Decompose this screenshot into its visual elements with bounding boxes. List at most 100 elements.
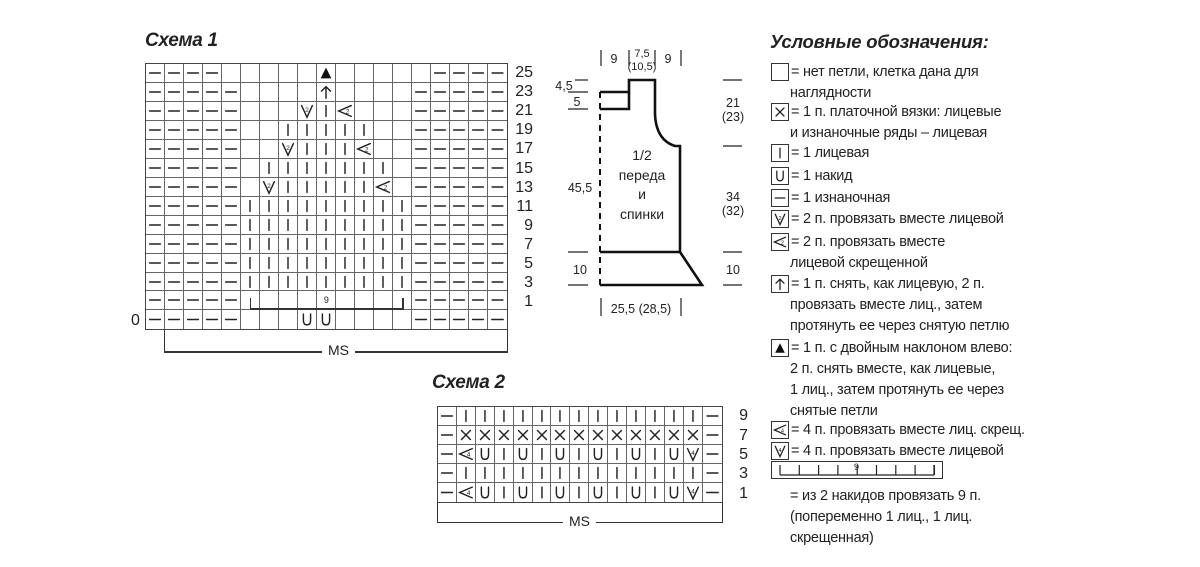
- stitch-purl: [468, 272, 488, 292]
- row-number: 7: [739, 426, 748, 444]
- stitch-yarn-over: [589, 445, 609, 464]
- legend-title: Условные обозначения:: [770, 31, 989, 52]
- stitch-purl: [487, 254, 507, 273]
- stitch-purl: [412, 310, 431, 330]
- stitch-no-stitch: [316, 291, 336, 311]
- stitch-k4tog-tbl: 4: [456, 445, 476, 464]
- stitch-purl: [431, 310, 450, 330]
- ms-bracket-line: [722, 503, 724, 523]
- stitch-purl: [411, 215, 431, 235]
- stitch-yarn-over: [627, 483, 647, 502]
- row-number: 1: [524, 293, 533, 311]
- stitch-purl: [411, 272, 431, 292]
- stitch-garter: [664, 426, 684, 445]
- stitch-no-stitch: [373, 64, 393, 83]
- stitch-purl: [430, 120, 450, 140]
- center-label-line: переда: [619, 167, 666, 183]
- stitch-knit: [354, 158, 374, 178]
- legend-icon-repeat-bracket: 9: [771, 461, 943, 479]
- stitch-purl: [468, 158, 488, 178]
- stitch-knit: [316, 196, 336, 216]
- stitch-knit: [373, 215, 393, 235]
- stitch-purl: [221, 101, 241, 121]
- dim-left-length: 45,5: [568, 181, 592, 195]
- stitch-knit: [297, 177, 317, 197]
- stitch-k2tog: 2: [297, 101, 317, 121]
- stitch-no-stitch: [240, 101, 260, 121]
- stitch-purl: [468, 101, 488, 121]
- stitch-purl: [468, 139, 488, 159]
- legend-text: лицевой скрещенной: [790, 255, 928, 271]
- stitch-purl: [183, 196, 203, 216]
- stitch-purl: [449, 272, 469, 292]
- legend-text: = 1 п. с двойным наклоном влево:: [791, 340, 1013, 356]
- dim-top-right: 9: [665, 52, 672, 66]
- stitch-purl: [468, 234, 488, 254]
- stitch-knit: [278, 158, 298, 178]
- row-number: 5: [739, 446, 748, 463]
- svg-text:2: 2: [778, 216, 781, 222]
- stitch-purl: [438, 464, 457, 483]
- stitch-knit: [297, 234, 317, 254]
- stitch-purl: [411, 101, 431, 121]
- svg-text:2: 2: [305, 107, 309, 114]
- stitch-purl: [146, 139, 165, 159]
- stitch-purl: [411, 234, 431, 254]
- repeat-count-label: 9: [323, 295, 329, 306]
- stitch-knit: [316, 177, 336, 197]
- stitch-no-stitch: [392, 177, 412, 197]
- stitch-knit: [532, 445, 552, 464]
- stitch-k2tog: 2: [278, 139, 298, 159]
- stitch-knit: [335, 196, 355, 216]
- stitch-purl: [164, 196, 184, 216]
- stitch-purl: [222, 310, 241, 330]
- stitch-purl: [202, 139, 222, 159]
- stitch-yarn-over: [475, 445, 495, 464]
- stitch-purl: [487, 197, 507, 216]
- stitch-knit: [354, 120, 374, 140]
- dimension-ticks: [568, 50, 742, 316]
- stitch-knit: [297, 215, 317, 235]
- legend-text: = 1 изнаночная: [791, 190, 891, 206]
- stitch-garter: [589, 426, 609, 445]
- stitch-knit: [316, 272, 336, 292]
- stitch-knit: [589, 407, 609, 426]
- stitch-no-stitch: [354, 291, 374, 311]
- stitch-purl: [411, 253, 431, 273]
- stitch-knit: [570, 407, 590, 426]
- row-number: 3: [739, 465, 748, 483]
- stitch-yarn-over: [664, 445, 684, 464]
- svg-text:2: 2: [384, 184, 388, 191]
- stitch-knit: [316, 234, 336, 254]
- stitch-sk2p: [316, 82, 336, 102]
- stitch-k4tog: 4: [684, 483, 703, 502]
- stitch-no-stitch: [279, 310, 298, 330]
- stitch-knit: [259, 215, 279, 235]
- stitch-purl: [438, 426, 457, 445]
- center-label-line: 1/2: [632, 147, 652, 163]
- svg-text:2: 2: [346, 109, 350, 116]
- stitch-purl: [184, 310, 203, 330]
- legend-icon-double-left-decrease-icon: [771, 339, 789, 357]
- stitch-knit: [495, 483, 514, 502]
- stitch-knit: [683, 464, 703, 483]
- stitch-knit: [297, 272, 317, 292]
- stitch-purl: [183, 158, 203, 178]
- legend-icon-k4tog-icon: 4: [771, 442, 789, 460]
- stitch-no-stitch: [278, 101, 298, 121]
- stitch-purl: [202, 82, 222, 102]
- stitch-purl: [146, 291, 165, 311]
- stitch-no-stitch: [335, 291, 355, 311]
- stitch-purl: [221, 234, 241, 254]
- stitch-knit: [513, 407, 533, 426]
- dim-bottom-width: 25,5 (28,5): [611, 302, 671, 316]
- stitch-knit: [392, 215, 412, 235]
- stitch-purl: [221, 82, 241, 102]
- stitch-knit: [240, 196, 260, 216]
- stitch-purl: [146, 272, 165, 292]
- svg-text:4: 4: [781, 428, 784, 434]
- row-number: 11: [516, 197, 533, 215]
- stitch-purl: [468, 64, 488, 83]
- stitch-garter: [608, 426, 628, 445]
- stitch-knit: [335, 234, 355, 254]
